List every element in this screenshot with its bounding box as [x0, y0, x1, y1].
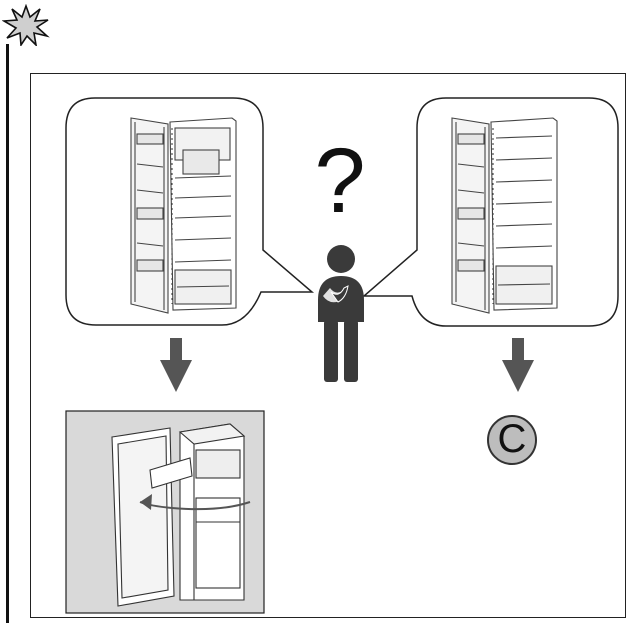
arrow-down-icon [160, 338, 192, 392]
left-margin-rule [6, 44, 9, 623]
thinking-person-icon [318, 245, 364, 382]
star-burst-icon [2, 4, 50, 46]
fridge-door-reversal-icon [65, 410, 265, 614]
arrow-down-icon [502, 338, 534, 392]
result-badge-label: C [497, 417, 527, 461]
question-mark: ? [314, 130, 366, 232]
fridge-with-freezer-compartment-icon [130, 117, 237, 314]
fridge-without-freezer-icon [451, 117, 558, 314]
result-badge: C [487, 415, 537, 465]
